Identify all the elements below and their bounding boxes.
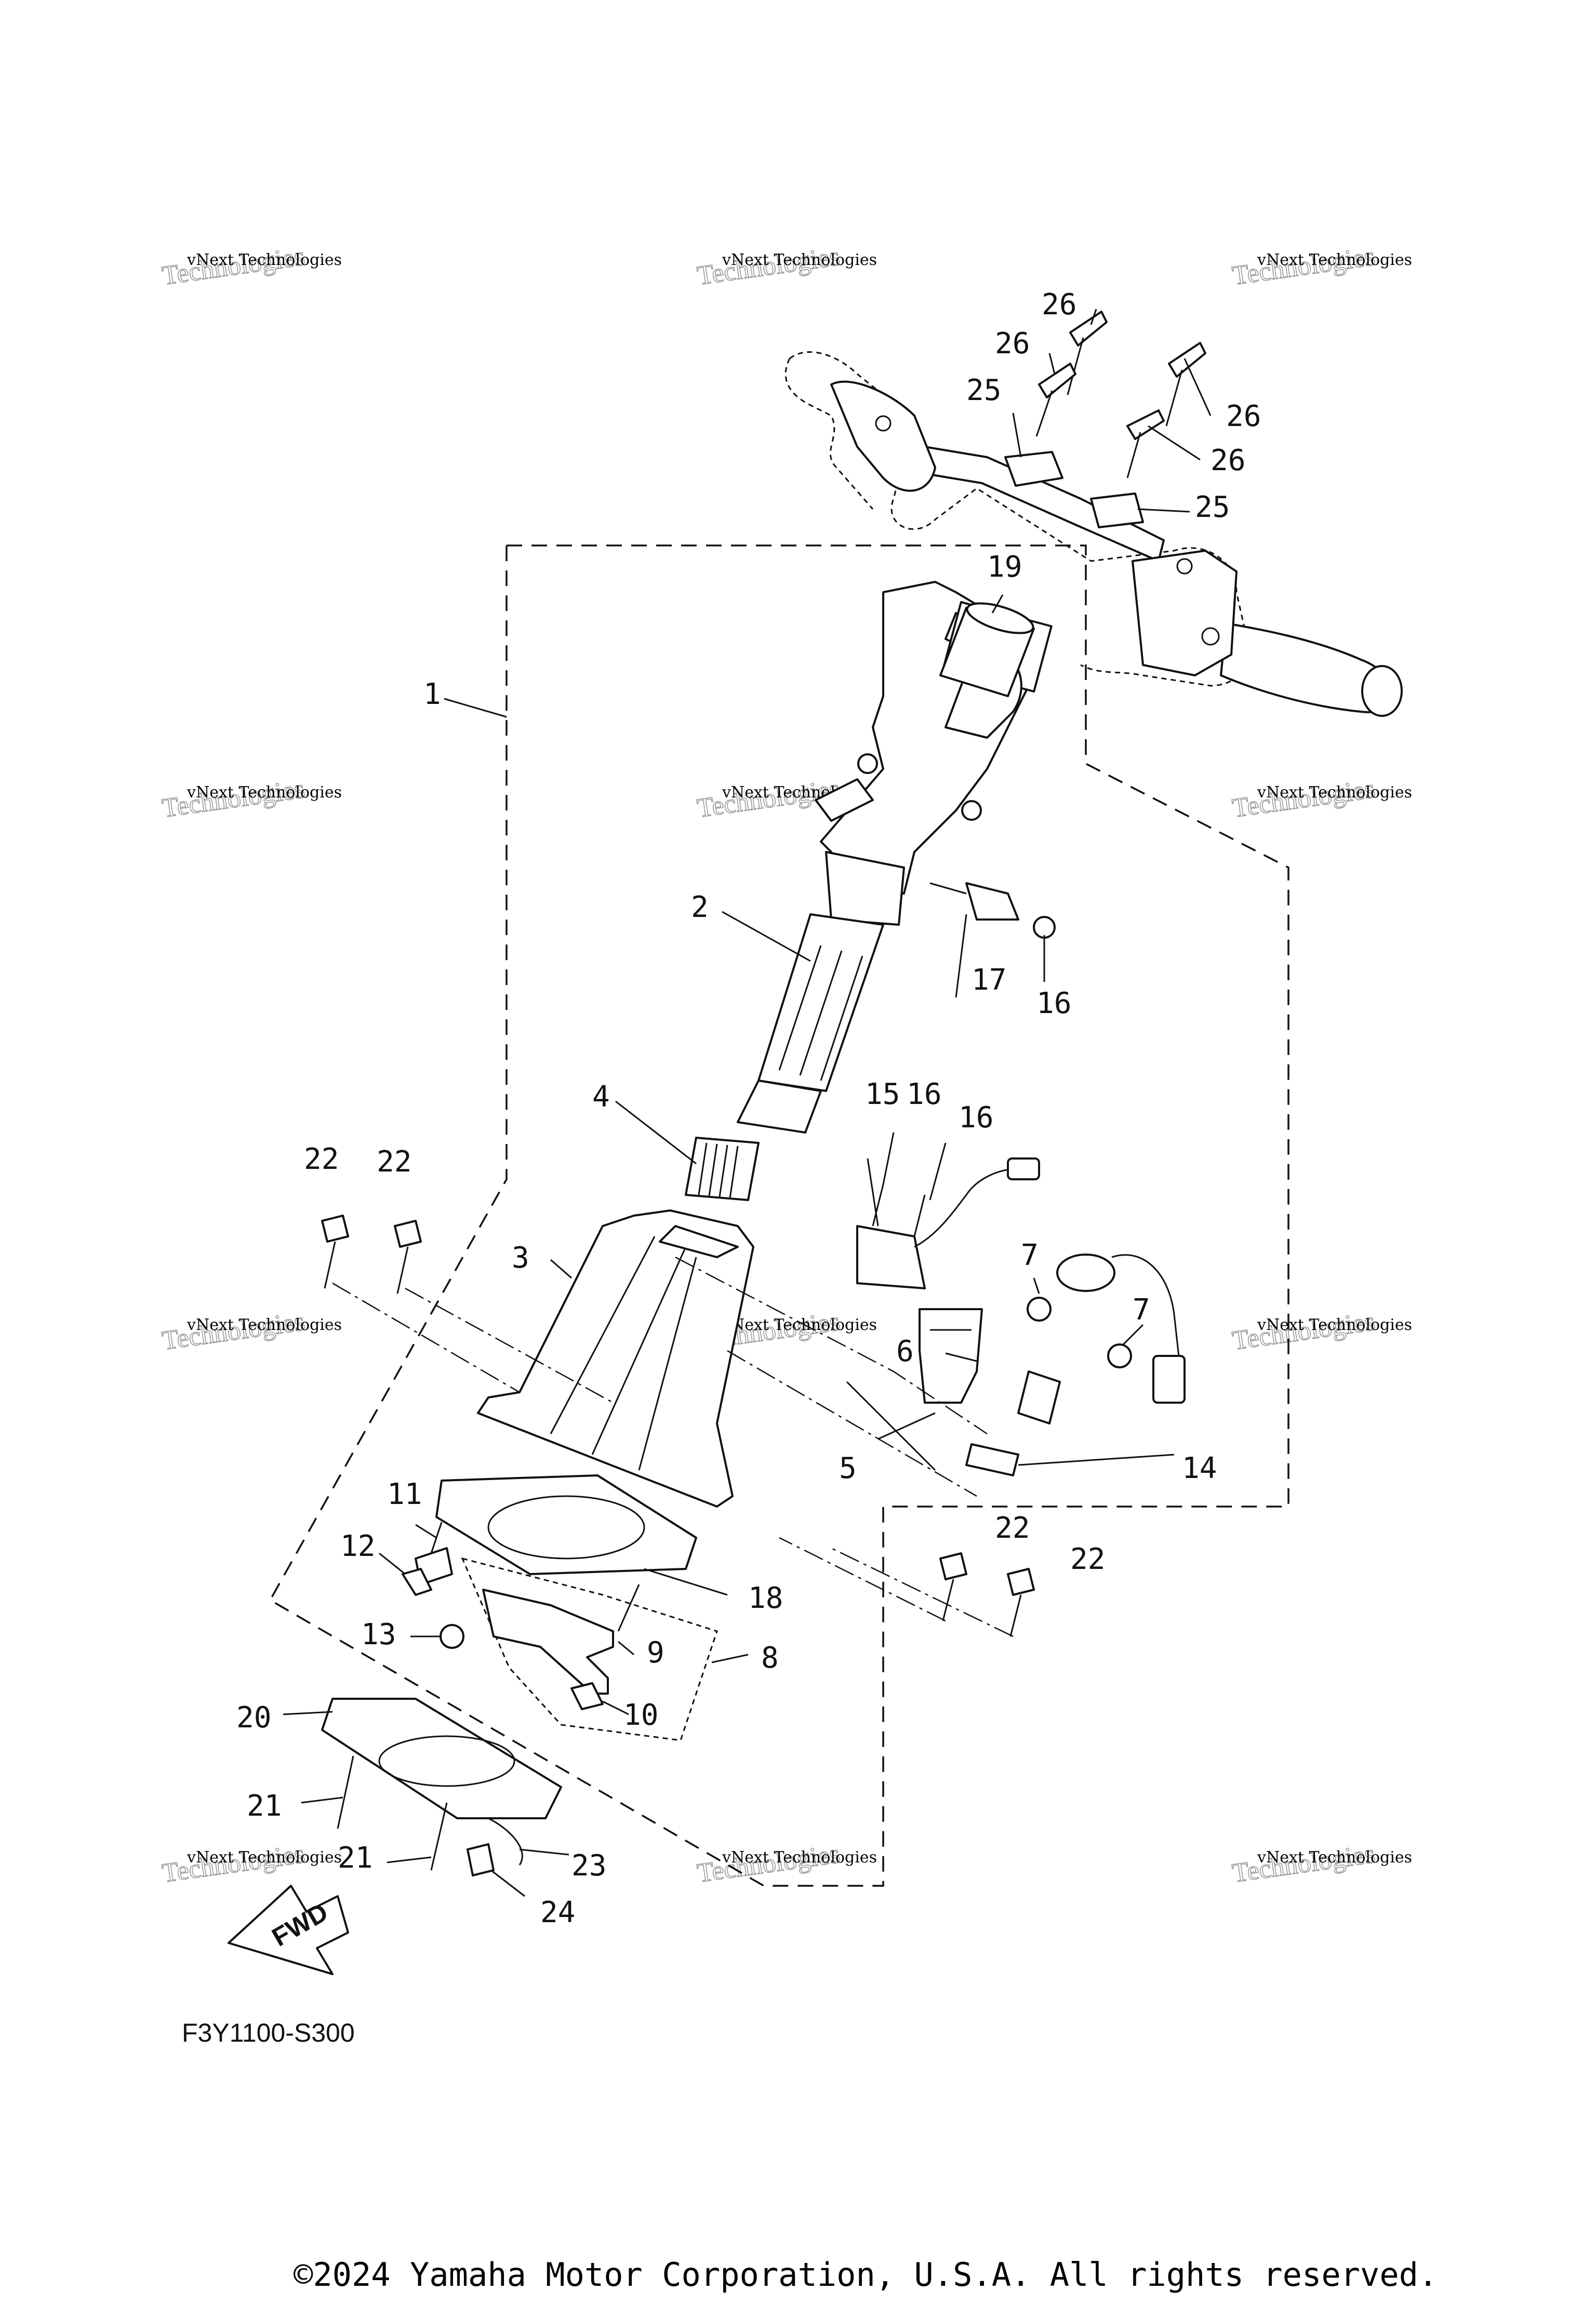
- callout-22: 22: [304, 1142, 339, 1176]
- svg-text:vNext Technologies: vNext Technologies: [187, 251, 342, 269]
- svg-text:vNext Technologies: vNext Technologies: [187, 783, 342, 802]
- callout-4: 4: [592, 1080, 610, 1114]
- callout-7: 7: [1133, 1293, 1150, 1327]
- callout-10: 10: [623, 1698, 658, 1732]
- part-3-housing: [477, 1209, 754, 1508]
- handlebar: [784, 351, 1403, 717]
- fwd-arrow: FWD: [228, 1885, 349, 1975]
- svg-text:vNext Technologies: vNext Technologies: [722, 251, 877, 269]
- callout-18: 18: [748, 1581, 783, 1615]
- part-18-gasket: [435, 1474, 697, 1575]
- callout-21: 21: [247, 1789, 282, 1823]
- callout-8: 8: [761, 1641, 779, 1675]
- callout-17: 17: [972, 963, 1006, 997]
- bracket-assembly: [402, 1522, 718, 1741]
- callout-16: 16: [907, 1077, 941, 1111]
- callout-26: 26: [1042, 288, 1076, 322]
- callout-23: 23: [571, 1849, 606, 1883]
- callout-15: 15: [865, 1077, 900, 1111]
- callout-26: 26: [1211, 444, 1245, 477]
- assembly-1-outline: [269, 544, 1289, 1887]
- callout-22: 22: [1070, 1542, 1105, 1576]
- callout-21: 21: [338, 1841, 373, 1875]
- callout-11: 11: [387, 1477, 422, 1511]
- svg-text:vNext Technologies: vNext Technologies: [187, 1316, 342, 1334]
- handlebar-clamps: [1004, 311, 1206, 528]
- part-15-switch: [856, 1157, 1040, 1289]
- callout-14: 14: [1182, 1451, 1217, 1485]
- callout-9: 9: [647, 1636, 664, 1670]
- svg-text:vNext Technologies: vNext Technologies: [1257, 251, 1412, 269]
- copyright-notice: ©2024 Yamaha Motor Corporation, U.S.A. A…: [294, 2256, 1438, 2294]
- callout-2: 2: [691, 890, 709, 924]
- callout-25: 25: [1195, 490, 1230, 524]
- svg-text:vNext Technologies: vNext Technologies: [1257, 1848, 1412, 1867]
- leader-lines: [283, 309, 1212, 1897]
- svg-text:vNext Technologies: vNext Technologies: [722, 1848, 877, 1867]
- parts-5-6-7-14: [846, 1254, 1186, 1476]
- svg-text:vNext Technologies: vNext Technologies: [722, 1316, 877, 1334]
- bolts-22: [321, 1215, 1035, 1637]
- callout-20: 20: [236, 1701, 271, 1735]
- callout-16: 16: [959, 1101, 993, 1135]
- callout-25: 25: [966, 374, 1001, 407]
- callout-16: 16: [1036, 987, 1071, 1020]
- part-19: [939, 602, 1035, 697]
- figure-code: F3Y1100-S300: [182, 2018, 355, 2047]
- callout-19: 19: [987, 550, 1022, 584]
- callout-5: 5: [839, 1451, 857, 1485]
- part-4-spline: [685, 1137, 760, 1201]
- callout-12: 12: [340, 1529, 375, 1563]
- callout-7: 7: [1021, 1238, 1039, 1272]
- callout-22: 22: [995, 1511, 1030, 1545]
- callout-3: 3: [512, 1241, 529, 1275]
- callout-labels: 1234567789101112131415161616171819202121…: [236, 288, 1261, 1929]
- callout-1: 1: [423, 677, 441, 711]
- svg-text:vNext Technologies: vNext Technologies: [1257, 783, 1412, 802]
- part-20-flange: [321, 1698, 562, 1876]
- callout-13: 13: [361, 1618, 396, 1652]
- svg-text:vNext Technologies: vNext Technologies: [187, 1848, 342, 1867]
- part-17-sensor: [929, 882, 1056, 939]
- centerlines: [332, 1256, 1014, 1637]
- svg-text:vNext Technologies: vNext Technologies: [1257, 1316, 1412, 1334]
- callout-22: 22: [377, 1145, 411, 1179]
- callout-24: 24: [540, 1896, 575, 1929]
- callout-26: 26: [995, 327, 1030, 361]
- callout-6: 6: [896, 1335, 914, 1368]
- callout-26: 26: [1226, 399, 1261, 433]
